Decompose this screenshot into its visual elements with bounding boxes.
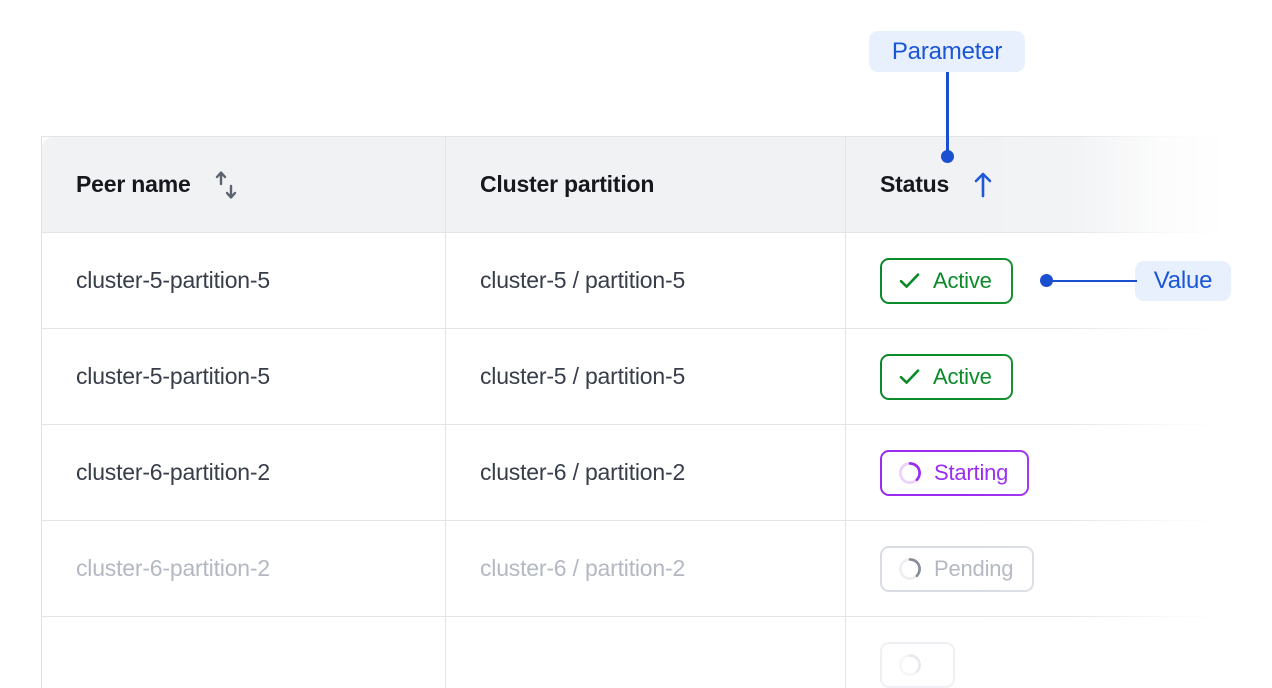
annotation-parameter-dot xyxy=(941,150,954,163)
annotation-value-dot xyxy=(1040,274,1053,287)
column-header-peer-name-label: Peer name xyxy=(76,171,191,197)
status-badge-label: Active xyxy=(933,267,992,293)
column-header-cluster-partition-label: Cluster partition xyxy=(480,171,655,197)
cell-peer-name: cluster-5-partition-5 xyxy=(41,232,446,329)
spinner-icon xyxy=(897,556,923,582)
cell-peer-name: cluster-6-partition-2 xyxy=(41,424,446,521)
annotation-parameter-connector xyxy=(946,72,949,156)
cell-status: Starting xyxy=(845,424,1231,521)
cell-peer-name: cluster-6-partition-2 xyxy=(41,520,446,617)
peers-table: Peer name xyxy=(41,136,1231,688)
table-row[interactable]: cluster-6-partition-2 cluster-6 / partit… xyxy=(41,520,1231,617)
spinner-icon xyxy=(897,460,923,486)
cell-cluster-partition: cluster-6 / partition-2 xyxy=(445,424,846,521)
table-row[interactable]: cluster-5-partition-5 cluster-5 / partit… xyxy=(41,232,1231,329)
table-row[interactable]: cluster-5-partition-5 cluster-5 / partit… xyxy=(41,328,1231,425)
column-header-status-label: Status xyxy=(880,171,950,197)
table-header-row: Peer name xyxy=(41,136,1231,233)
sort-up-icon[interactable] xyxy=(971,171,995,199)
cell-cluster-partition: cluster-5 / partition-5 xyxy=(445,232,846,329)
cell-cluster-partition xyxy=(445,616,846,688)
spinner-icon xyxy=(897,652,923,678)
cell-status xyxy=(845,616,1231,688)
annotation-value-label: Value xyxy=(1135,261,1231,301)
peers-table-container: Peer name xyxy=(41,136,1231,688)
status-badge-label: Pending xyxy=(934,555,1014,581)
status-badge: Active xyxy=(880,257,1013,304)
status-badge: Pending xyxy=(880,545,1035,592)
table-row[interactable] xyxy=(41,616,1231,688)
sort-updown-icon[interactable] xyxy=(213,170,239,200)
cell-cluster-partition: cluster-6 / partition-2 xyxy=(445,520,846,617)
cell-status: Pending xyxy=(845,520,1231,617)
status-badge xyxy=(880,641,955,688)
annotation-value-connector xyxy=(1051,279,1137,282)
annotation-parameter-label: Parameter xyxy=(869,31,1025,72)
status-badge-label: Starting xyxy=(934,459,1009,485)
cell-cluster-partition: cluster-5 / partition-5 xyxy=(445,328,846,425)
column-header-status[interactable]: Status xyxy=(845,136,1231,233)
column-header-cluster-partition[interactable]: Cluster partition xyxy=(445,136,846,233)
column-header-peer-name[interactable]: Peer name xyxy=(41,136,446,233)
cell-peer-name: cluster-5-partition-5 xyxy=(41,328,446,425)
status-badge: Active xyxy=(880,353,1013,400)
table-header: Peer name xyxy=(41,136,1231,233)
status-badge: Starting xyxy=(880,449,1030,496)
check-icon xyxy=(897,268,922,293)
table-body: cluster-5-partition-5 cluster-5 / partit… xyxy=(41,232,1231,688)
table-row[interactable]: cluster-6-partition-2 cluster-6 / partit… xyxy=(41,424,1231,521)
status-badge-label: Active xyxy=(933,363,992,389)
cell-peer-name xyxy=(41,616,446,688)
check-icon xyxy=(897,364,922,389)
cell-status: Active xyxy=(845,328,1231,425)
